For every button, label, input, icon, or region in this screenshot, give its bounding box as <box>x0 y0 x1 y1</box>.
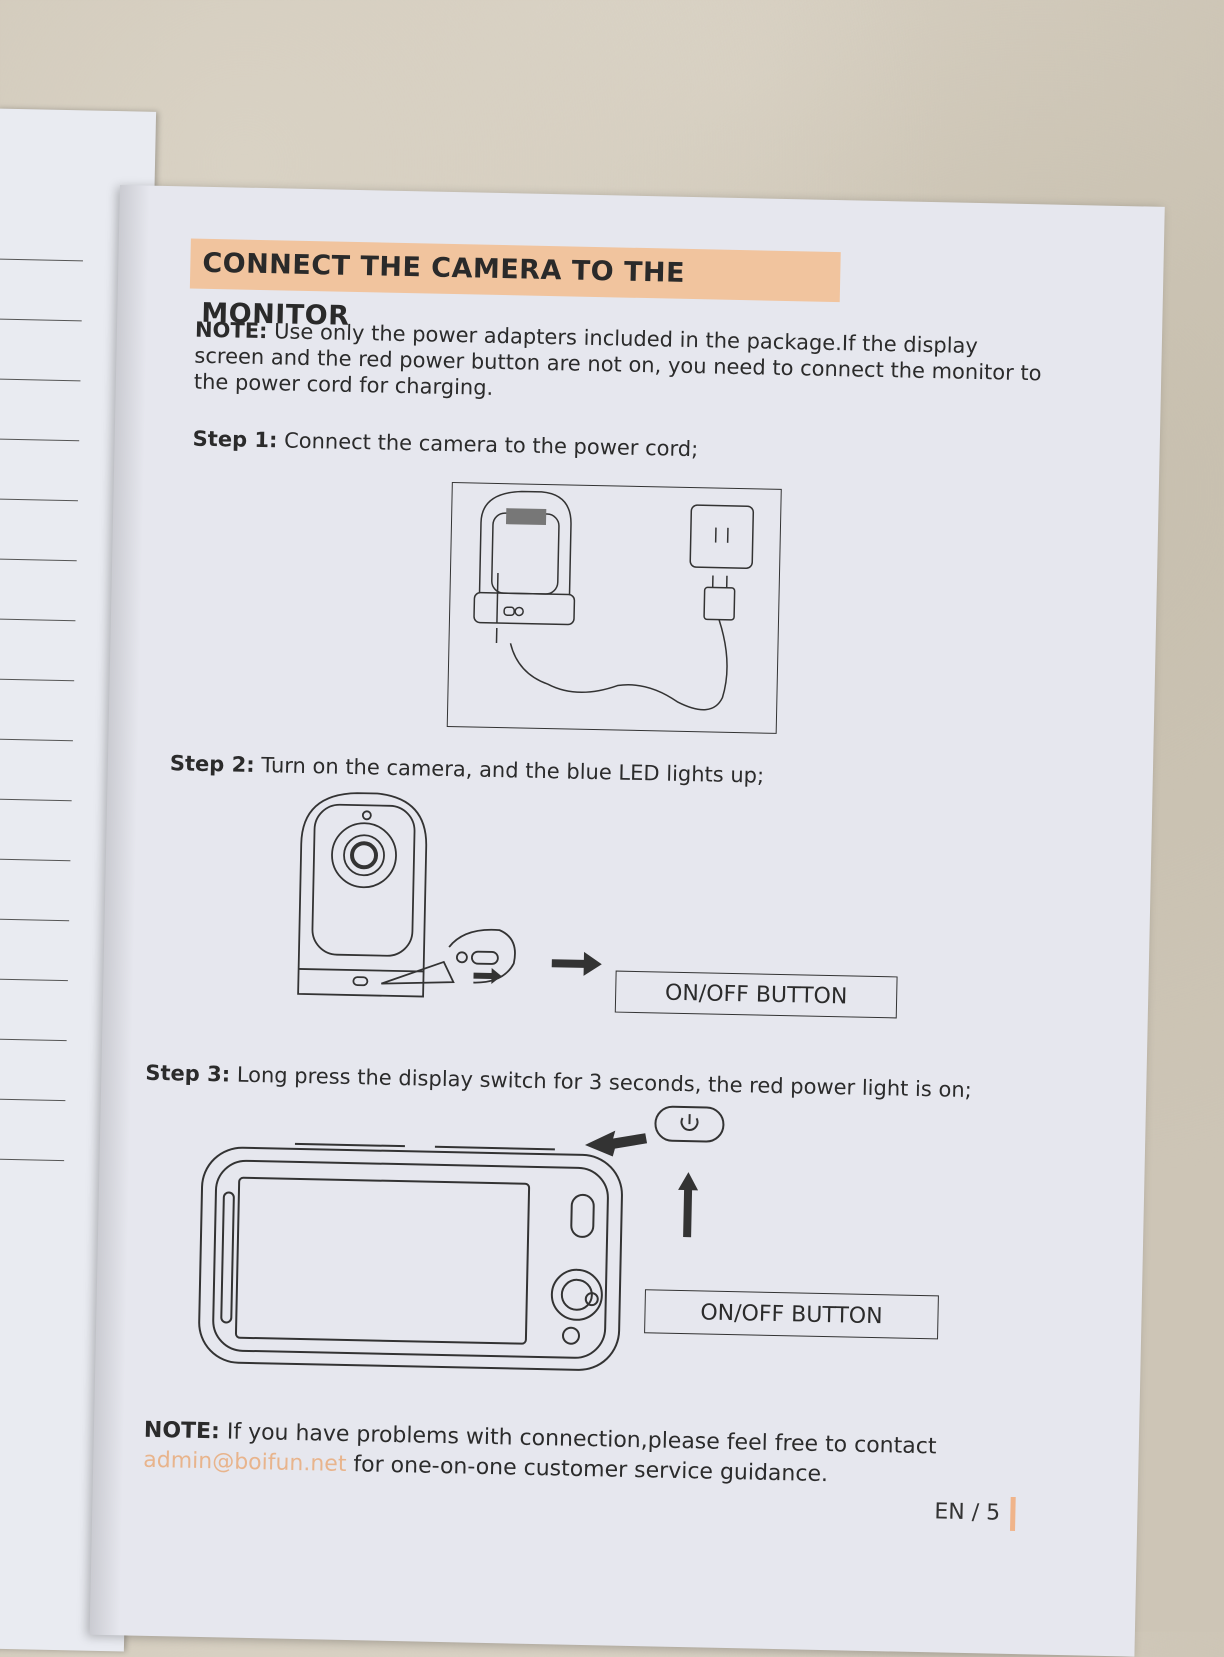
bottom-note-label: NOTE: <box>144 1418 220 1445</box>
table-rule <box>0 858 70 861</box>
note-text: Use only the power adapters included in … <box>194 319 1042 400</box>
step-1-text: Connect the camera to the power cord; <box>277 428 698 461</box>
bottom-note-text-2: for one-on-one customer service guidance… <box>346 1452 828 1487</box>
table-rule <box>0 378 80 381</box>
step-2-label: Step 2: <box>170 751 255 777</box>
table-rule <box>0 978 68 981</box>
top-note: NOTE: Use only the power adapters includ… <box>194 317 1045 413</box>
table-rule <box>0 918 69 921</box>
note-label: NOTE: <box>195 318 268 344</box>
page-number: EN / 5 <box>934 1499 1000 1525</box>
bottom-note: NOTE: If you have problems with connecti… <box>143 1416 994 1494</box>
support-email-link[interactable]: admin@boifun.net <box>143 1448 347 1477</box>
step-3-label: Step 3: <box>145 1061 230 1087</box>
step-1: Step 1: Connect the camera to the power … <box>192 427 698 462</box>
section-title: CONNECT THE CAMERA TO THE MONITOR <box>190 238 841 302</box>
page-accent-mark <box>1010 1497 1016 1531</box>
table-rule <box>0 798 72 801</box>
table-rule <box>0 1158 64 1161</box>
table-rule <box>0 318 82 321</box>
step-2-on-off-label: ON/OFF BUTTON <box>615 971 898 1019</box>
step-2-text: Turn on the camera, and the blue LED lig… <box>254 753 764 788</box>
table-rule <box>0 738 73 741</box>
step-3-on-off-label: ON/OFF BUTTON <box>644 1289 939 1339</box>
table-rule <box>0 258 83 261</box>
camera-power-cord-illustration <box>447 482 782 734</box>
step-2: Step 2: Turn on the camera, and the blue… <box>170 751 765 787</box>
table-rule <box>0 438 79 441</box>
step-1-label: Step 1: <box>192 427 277 453</box>
table-rule <box>0 618 75 621</box>
step-3-text: Long press the display switch for 3 seco… <box>230 1063 972 1103</box>
table-rule <box>0 678 74 681</box>
monitor-power-illustration <box>190 1102 756 1384</box>
table-rule <box>0 498 78 501</box>
table-rule <box>0 558 77 561</box>
step-3: Step 3: Long press the display switch fo… <box>145 1061 972 1102</box>
table-rule <box>0 1098 65 1101</box>
table-rule <box>0 1038 67 1041</box>
manual-page: CONNECT THE CAMERA TO THE MONITOR NOTE: … <box>90 185 1165 1657</box>
